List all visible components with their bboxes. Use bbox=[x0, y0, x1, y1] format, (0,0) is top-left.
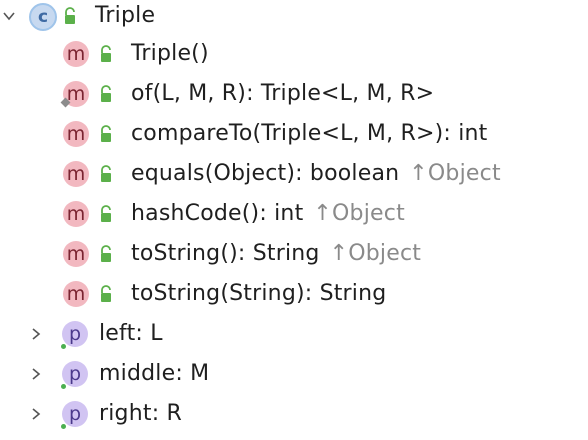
lock-open-icon bbox=[98, 45, 114, 63]
method-signature-text: equals(Object): boolean bbox=[131, 161, 400, 186]
property-signature: left: L bbox=[99, 321, 163, 346]
lock-open-icon bbox=[62, 7, 78, 25]
property-signature: right: R bbox=[99, 401, 182, 426]
method-signature: of(L, M, R): Triple<L, M, R> bbox=[131, 81, 435, 106]
class-row-triple[interactable]: c Triple bbox=[0, 0, 588, 36]
lock-open-icon bbox=[98, 165, 114, 183]
method-signature: hashCode(): int ↑Object bbox=[131, 201, 405, 226]
property-signature: middle: M bbox=[99, 361, 210, 386]
method-signature: Triple() bbox=[131, 41, 209, 66]
method-signature: compareTo(Triple<L, M, R>): int bbox=[131, 121, 488, 146]
property-icon: p bbox=[62, 321, 88, 347]
lock-open-icon bbox=[98, 245, 114, 263]
method-signature-text: hashCode(): int bbox=[131, 201, 304, 226]
method-row[interactable]: m toString(String): String bbox=[0, 274, 588, 314]
visibility-dot-icon bbox=[61, 344, 66, 349]
inherited-from-label: ↑Object bbox=[409, 161, 501, 186]
method-icon: m bbox=[63, 121, 89, 147]
method-signature-text: toString(): String bbox=[131, 241, 320, 266]
method-row[interactable]: m of(L, M, R): Triple<L, M, R> bbox=[0, 74, 588, 114]
method-row[interactable]: m equals(Object): boolean ↑Object bbox=[0, 154, 588, 194]
lock-open-icon bbox=[98, 85, 114, 103]
method-icon: m bbox=[63, 241, 89, 267]
method-icon: m bbox=[63, 281, 89, 307]
chevron-right-icon[interactable] bbox=[25, 403, 47, 425]
method-signature: toString(String): String bbox=[131, 281, 387, 306]
property-row-left[interactable]: p left: L bbox=[0, 314, 588, 354]
method-icon: m bbox=[63, 41, 89, 67]
lock-open-icon bbox=[98, 125, 114, 143]
method-signature: equals(Object): boolean ↑Object bbox=[131, 161, 501, 186]
method-signature: toString(): String ↑Object bbox=[131, 241, 421, 266]
lock-open-icon bbox=[98, 285, 114, 303]
chevron-down-icon[interactable] bbox=[0, 5, 20, 27]
chevron-right-icon[interactable] bbox=[25, 323, 47, 345]
visibility-dot-icon bbox=[61, 424, 66, 429]
inherited-from-label: ↑Object bbox=[329, 241, 422, 266]
method-icon: m bbox=[63, 201, 89, 227]
class-icon: c bbox=[29, 3, 57, 31]
class-name: Triple bbox=[95, 3, 156, 28]
method-icon: m bbox=[63, 161, 89, 187]
method-row[interactable]: m toString(): String ↑Object bbox=[0, 234, 588, 274]
method-row[interactable]: m hashCode(): int ↑Object bbox=[0, 194, 588, 234]
chevron-right-icon[interactable] bbox=[25, 363, 47, 385]
lock-open-icon bbox=[98, 205, 114, 223]
method-row[interactable]: m compareTo(Triple<L, M, R>): int bbox=[0, 114, 588, 154]
method-row[interactable]: m Triple() bbox=[0, 34, 588, 74]
property-icon: p bbox=[62, 361, 88, 387]
inherited-from-label: ↑Object bbox=[313, 201, 405, 226]
property-row-middle[interactable]: p middle: M bbox=[0, 354, 588, 394]
property-row-right[interactable]: p right: R bbox=[0, 394, 588, 434]
property-icon: p bbox=[62, 401, 88, 427]
visibility-dot-icon bbox=[61, 384, 66, 389]
